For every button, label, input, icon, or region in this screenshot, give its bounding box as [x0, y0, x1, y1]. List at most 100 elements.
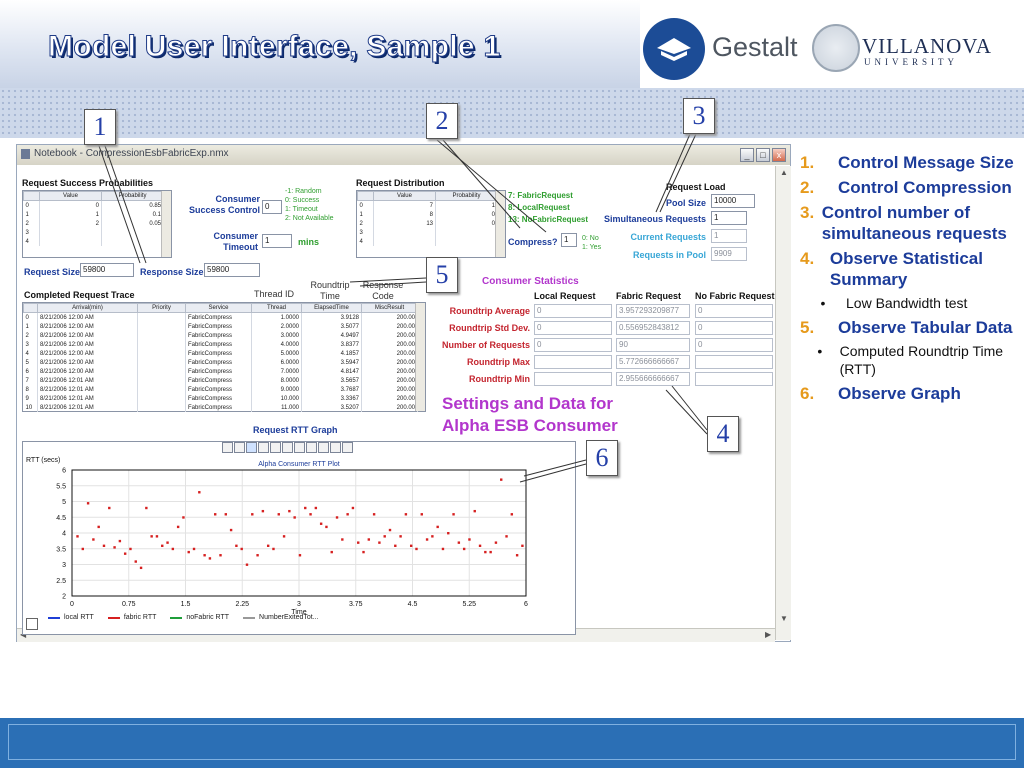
- data-point: [277, 513, 280, 516]
- simultaneous-input[interactable]: 1: [711, 211, 747, 225]
- box-icon[interactable]: [294, 442, 305, 453]
- success-control-input[interactable]: 0: [262, 200, 282, 214]
- data-point: [447, 532, 450, 535]
- row-index: 0: [357, 200, 374, 210]
- data-point: [245, 563, 249, 566]
- grid-icon[interactable]: [258, 442, 269, 453]
- data-point: [341, 538, 344, 541]
- close-button[interactable]: x: [772, 148, 786, 162]
- minimize-button[interactable]: _: [740, 148, 754, 162]
- list-number: 3.: [800, 203, 815, 222]
- data-point: [362, 550, 365, 554]
- axes-icon[interactable]: [282, 442, 293, 453]
- zoom-icon[interactable]: [222, 442, 233, 453]
- scale-icon[interactable]: [306, 442, 317, 453]
- timeout-input[interactable]: 1: [262, 234, 292, 248]
- table-cell: 2: [39, 219, 102, 228]
- scroll-right-icon[interactable]: ▶: [765, 630, 772, 639]
- pin-icon[interactable]: [270, 442, 281, 453]
- villanova-logo-text: VILLANOVA: [862, 34, 992, 58]
- data-point: [441, 547, 445, 551]
- pencil-icon[interactable]: [330, 442, 341, 453]
- table-cell: [137, 403, 186, 412]
- data-point: [372, 513, 376, 516]
- table-cell: 2.0000: [251, 322, 302, 331]
- request-size-label: Request Size: [24, 267, 81, 277]
- table-cell: 4.1857: [301, 349, 362, 358]
- table-cell: 3.5657: [301, 376, 362, 385]
- trace-table[interactable]: Arrival(min) Priority Service Thread Ela…: [22, 302, 426, 412]
- response-size-input[interactable]: 59800: [204, 263, 260, 277]
- request-size-input[interactable]: 59800: [80, 263, 134, 277]
- data-point: [155, 535, 159, 538]
- table-cell: 9.0000: [251, 385, 302, 394]
- table-cell: 4.8147: [301, 367, 362, 376]
- chart-icon[interactable]: [246, 442, 257, 453]
- data-point: [229, 528, 233, 532]
- pool-size-input[interactable]: 10000: [711, 194, 755, 208]
- table-cell: 6.0000: [251, 358, 302, 367]
- stats-value-field: 0: [534, 304, 612, 318]
- list-text: Observe Graph: [838, 384, 961, 403]
- compress-input[interactable]: 1: [561, 233, 577, 247]
- row-index: 2: [357, 219, 374, 228]
- list-number: 6.: [800, 384, 815, 403]
- data-point: [325, 525, 328, 529]
- data-point: [288, 509, 291, 513]
- data-point: [293, 516, 296, 519]
- data-point: [76, 535, 79, 538]
- graph-corner-icon[interactable]: [26, 618, 38, 630]
- x-tick-label: 0.75: [122, 601, 136, 608]
- data-point: [420, 513, 423, 516]
- data-point: [399, 535, 402, 538]
- data-point: [494, 541, 498, 544]
- row-index: 2: [23, 331, 38, 340]
- y-tick-label: 2: [62, 594, 66, 601]
- slide-header: [0, 0, 640, 88]
- row-index: 3: [23, 228, 40, 237]
- maximize-button[interactable]: □: [756, 148, 770, 162]
- window-titlebar[interactable]: [17, 145, 790, 165]
- select-icon[interactable]: [234, 442, 245, 453]
- table-scrollbar[interactable]: [415, 303, 425, 411]
- eraser-icon[interactable]: [342, 442, 353, 453]
- window-vertical-scrollbar[interactable]: ▲ ▼: [775, 166, 791, 640]
- data-point: [335, 516, 339, 519]
- callout-1: 1: [84, 109, 116, 145]
- pool-size-label: Pool Size: [665, 198, 706, 208]
- data-point: [235, 544, 238, 547]
- x-tick-label: 2.25: [235, 601, 249, 608]
- scroll-up-icon[interactable]: ▲: [780, 168, 788, 177]
- table-scrollbar[interactable]: [495, 191, 505, 257]
- row-index: 4: [357, 237, 374, 246]
- data-point: [176, 525, 180, 529]
- consumer-timeout-label2: Timeout: [223, 242, 258, 252]
- feature-list-item: 6. Observe Graph: [800, 383, 1015, 404]
- data-point: [298, 554, 302, 557]
- row-index: 5: [23, 358, 38, 367]
- simultaneous-label: Simultaneous Requests: [603, 214, 706, 224]
- table-cell: FabricCompress: [185, 322, 252, 331]
- scroll-down-icon[interactable]: ▼: [780, 614, 788, 623]
- pan-icon[interactable]: [318, 442, 329, 453]
- legend-swatch: [48, 616, 60, 619]
- table-cell: [137, 349, 186, 358]
- table-scrollbar[interactable]: [161, 191, 171, 257]
- table-cell: 3.5947: [301, 358, 362, 367]
